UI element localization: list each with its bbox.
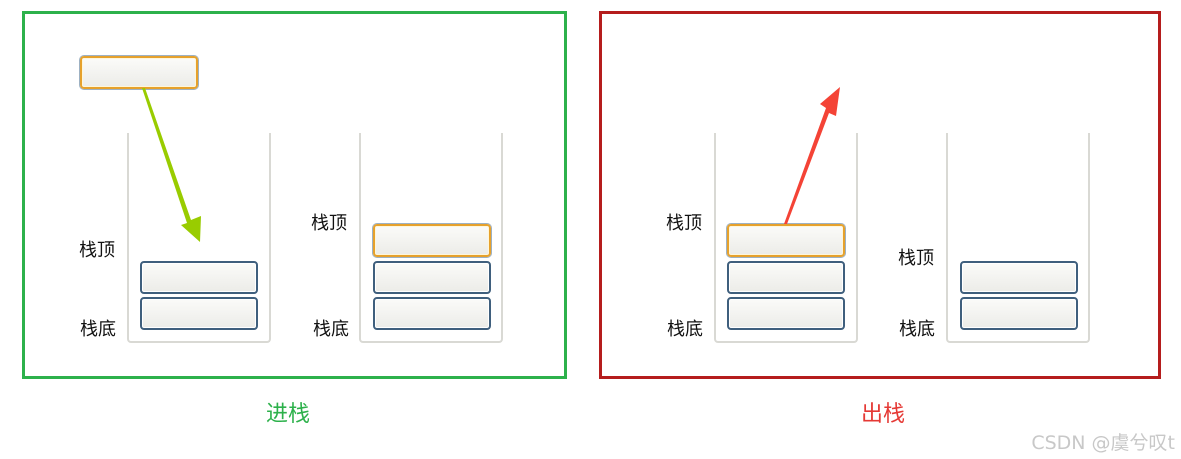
push-stack-before — [127, 133, 271, 343]
pop-caption: 出栈 — [861, 402, 906, 427]
stack-element — [140, 261, 258, 294]
watermark: CSDN @虞兮叹t — [1031, 432, 1175, 454]
stack-top-label: 栈顶 — [311, 213, 347, 234]
stack-bottom-label: 栈底 — [80, 319, 116, 340]
stack-element-top — [727, 224, 845, 257]
push-caption: 进栈 — [266, 402, 311, 427]
stack-element — [727, 297, 845, 330]
stack-top-label: 栈顶 — [666, 213, 702, 234]
stack-top-label: 栈顶 — [898, 248, 934, 269]
stack-element — [373, 261, 491, 294]
pop-stack-after — [946, 133, 1090, 343]
pop-arrow — [784, 87, 840, 224]
push-stack-after — [359, 133, 503, 343]
stack-element — [727, 261, 845, 294]
incoming-element — [80, 56, 198, 89]
stack-element — [140, 297, 258, 330]
stack-element — [960, 261, 1078, 294]
pop-panel — [599, 11, 1161, 379]
pop-stack-before — [714, 133, 858, 343]
stack-bottom-label: 栈底 — [313, 319, 349, 340]
stack-element-new-top — [373, 224, 491, 257]
stack-top-label: 栈顶 — [79, 240, 115, 261]
stack-bottom-label: 栈底 — [899, 319, 935, 340]
push-arrow — [142, 88, 201, 242]
stack-element — [373, 297, 491, 330]
stack-bottom-label: 栈底 — [667, 319, 703, 340]
stack-element — [960, 297, 1078, 330]
push-panel — [22, 11, 567, 379]
